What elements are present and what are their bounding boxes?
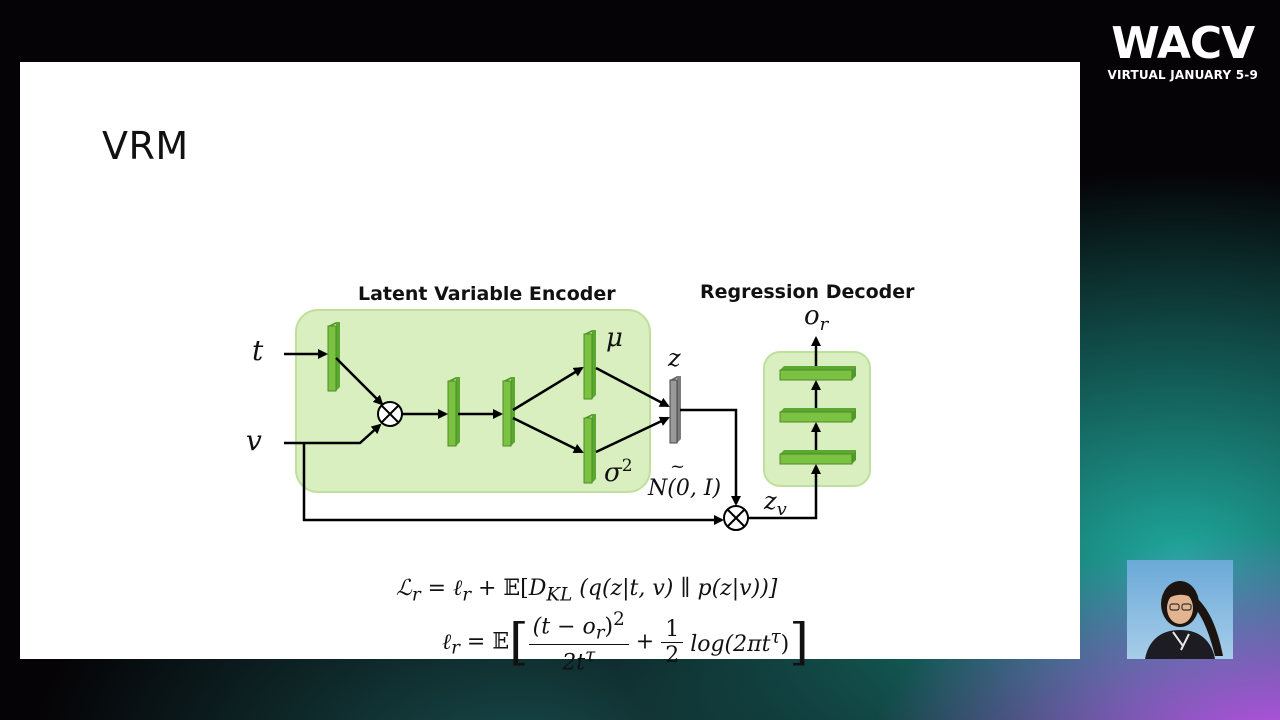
loss-symbol: ℒ: [396, 576, 412, 601]
log-term: log(2πtτ): [683, 632, 789, 657]
latent-z-block: [670, 376, 681, 443]
decoder-layer-2: [780, 408, 856, 422]
ell-1-sub: r: [462, 584, 471, 605]
or-label: or: [804, 301, 830, 335]
decoder-layer-3: [780, 450, 856, 464]
zv-label: zv: [763, 487, 787, 520]
conference-logo: WACV VIRTUAL JANUARY 5-9: [1107, 22, 1258, 82]
kl-args: (q(z|t, v) ∥ p(z|v))]: [572, 576, 777, 601]
z-label: z: [667, 344, 681, 372]
kl-d: D: [529, 576, 547, 601]
decoder-title: Regression Decoder: [700, 281, 915, 303]
plus-2: +: [629, 630, 661, 655]
half-denominator: 2: [661, 643, 683, 668]
mu-label: μ: [606, 323, 623, 353]
encoder-layer-t: [328, 322, 340, 391]
encoder-layer-mu: [584, 330, 596, 399]
ell-2: ℓ: [442, 630, 451, 655]
encoder-layer-sigma: [584, 414, 596, 483]
eq-1: =: [421, 576, 453, 601]
eq-2: = 𝔼: [460, 630, 509, 655]
encoder-layer-1: [448, 377, 460, 446]
multiply-node-decoder: [724, 506, 748, 530]
plus-expect: + 𝔼[: [471, 576, 529, 601]
right-bracket: ]: [789, 613, 809, 671]
encoder-box: [296, 310, 650, 492]
slide-title: VRM: [102, 124, 189, 168]
half-numerator: 1: [661, 617, 683, 643]
multiply-node-encoder: [378, 402, 402, 426]
input-v-label: v: [246, 424, 262, 457]
encoder-layer-2: [503, 377, 515, 446]
decoder-layer-1: [780, 366, 856, 380]
left-bracket: [: [509, 613, 529, 671]
ell-2-sub: r: [451, 637, 460, 658]
nll-denominator: 2tτ: [529, 645, 629, 675]
kl-sub: KL: [546, 584, 572, 605]
nll-numerator: (t − or)2: [529, 609, 629, 645]
input-t-label: t: [252, 334, 264, 367]
vrm-architecture-diagram: Latent Variable Encoder Regression Decod…: [220, 192, 960, 542]
prior-label: N(0, I): [647, 476, 721, 501]
ell-1: ℓ: [453, 576, 462, 601]
loss-sub: r: [412, 584, 421, 605]
conference-logo-title: WACV: [1107, 22, 1258, 66]
conference-logo-subtitle: VIRTUAL JANUARY 5-9: [1107, 68, 1258, 82]
formula-line-1: ℒr = ℓr + 𝔼[DKL (q(z|t, v) ∥ p(z|v))]: [396, 575, 777, 605]
loss-formula: ℒr = ℓr + 𝔼[DKL (q(z|t, v) ∥ p(z|v))] ℓr…: [390, 567, 870, 677]
speaker-avatar-icon: [1127, 560, 1233, 659]
tilde-label: ~: [670, 456, 685, 477]
speaker-webcam: [1127, 560, 1233, 659]
presentation-slide: VRM Latent Variable Encoder Regression D…: [20, 62, 1080, 659]
encoder-title: Latent Variable Encoder: [358, 283, 616, 305]
